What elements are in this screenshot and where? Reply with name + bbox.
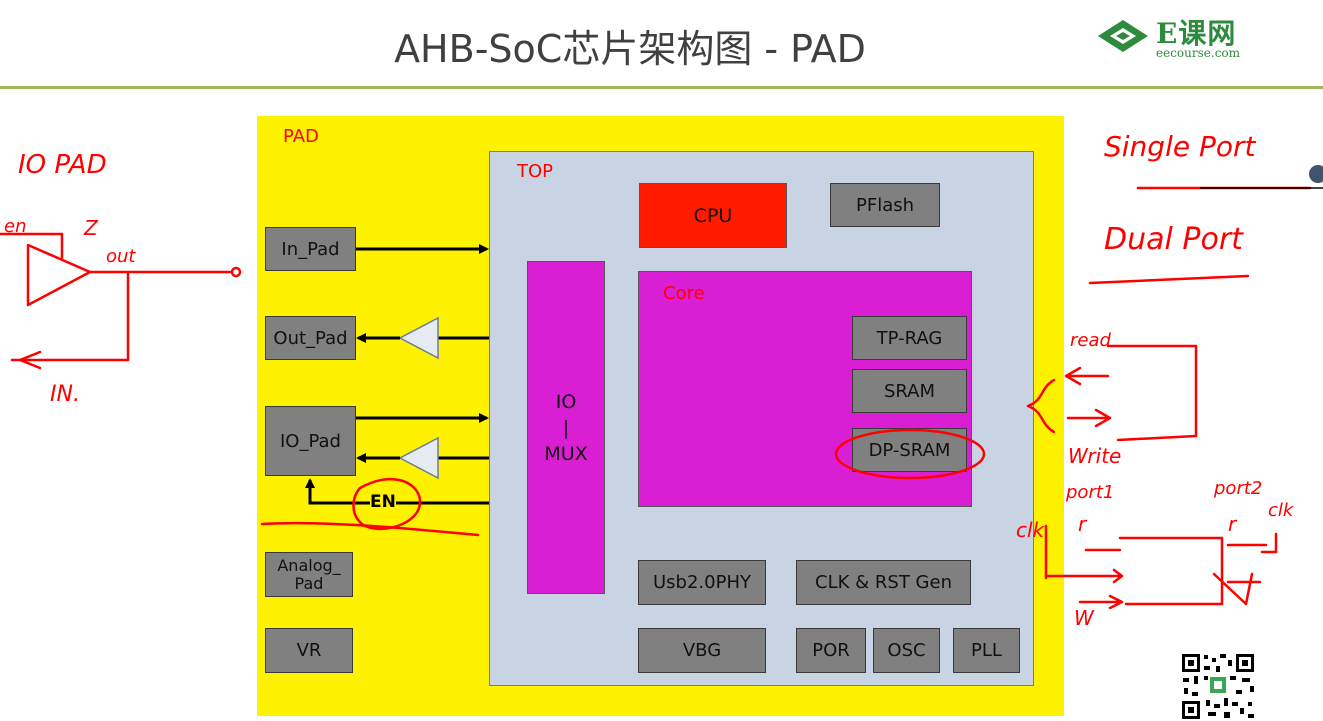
pflash-block: PFlash	[830, 183, 940, 227]
header-rule	[0, 86, 1323, 89]
sram-block: SRAM	[852, 369, 967, 413]
cpu-block: CPU	[639, 183, 787, 248]
pll-block: PLL	[953, 628, 1020, 673]
annotation-read: read	[1070, 330, 1111, 351]
in-pad-block: In_Pad	[265, 227, 356, 271]
out-pad-block: Out_Pad	[265, 316, 356, 360]
annotation-en: en	[4, 216, 27, 237]
annotation-in: IN.	[50, 382, 80, 407]
brand-logo: E课网 eecourse.com	[1092, 10, 1272, 60]
logo-diamond-icon	[1098, 20, 1148, 52]
usb-phy-block: Usb2.0PHY	[638, 560, 766, 605]
clk-rst-gen-block: CLK & RST Gen	[796, 560, 971, 605]
tp-rag-block: TP-RAG	[852, 316, 967, 360]
read-write-brace	[1026, 378, 1056, 434]
annotation-w: W	[1074, 606, 1094, 630]
io-mux-label-line2: |	[562, 416, 570, 439]
dual-port-left-arrows	[1044, 548, 1124, 584]
vbg-block: VBG	[638, 628, 766, 673]
io-pad-sketch-buffer	[26, 243, 92, 307]
dp-sram-circle	[834, 428, 986, 480]
annotation-r1: r	[1078, 512, 1087, 536]
osc-block: OSC	[873, 628, 940, 673]
w-arrow	[1078, 594, 1124, 610]
io-pad-block: IO_Pad	[265, 406, 356, 476]
vr-block: VR	[265, 628, 353, 673]
dual-port-right-bracket	[1260, 532, 1278, 554]
en-circle	[352, 478, 422, 531]
analog-pad-label-line1: Analog_	[277, 555, 341, 575]
io-pad-sketch-en-wire	[0, 232, 64, 260]
io-buffer-icon	[398, 436, 439, 480]
en-label: EN	[370, 492, 396, 512]
dual-port-right-arrows	[1212, 543, 1268, 606]
por-block: POR	[796, 628, 866, 673]
read-write-box	[1106, 344, 1198, 442]
top-label: TOP	[517, 161, 554, 182]
annotation-io-pad: IO PAD	[18, 150, 107, 180]
annotation-r2: r	[1228, 512, 1237, 536]
dp-sram-block: DP-SRAM	[852, 428, 967, 472]
io-pad-sketch-in-wire	[10, 270, 130, 362]
annotation-port2: port2	[1214, 478, 1263, 499]
qr-code-icon	[1180, 652, 1256, 721]
logo-subtext: eecourse.com	[1156, 46, 1241, 60]
annotation-clk: clk	[1016, 518, 1045, 542]
read-arrow	[1064, 366, 1110, 386]
analog-pad-block: Analog_ Pad	[265, 552, 353, 597]
io-mux-label-line3: MUX	[544, 442, 588, 465]
en-arrow	[305, 478, 489, 505]
annotation-dual-port: Dual Port	[1104, 222, 1243, 257]
io-pad-sketch-pad-icon	[230, 266, 242, 278]
analog-pad-label-line2: Pad	[294, 573, 324, 593]
io-mux-block: IO | MUX	[527, 261, 605, 594]
annotation-out: out	[106, 246, 136, 267]
out-buffer-icon	[398, 316, 439, 360]
dual-port-underline	[1088, 274, 1250, 285]
en-underline	[260, 521, 480, 537]
dual-port-box	[1118, 536, 1224, 606]
io-mux-label-line1: IO	[555, 390, 577, 413]
slide-title: AHB-SoC芯片架构图 - PAD	[394, 27, 866, 71]
annotation-z: Z	[84, 216, 98, 240]
annotation-write: Write	[1068, 444, 1122, 468]
write-arrow	[1066, 408, 1112, 428]
annotation-clk2: clk	[1268, 500, 1294, 521]
annotation-single-port: Single Port	[1104, 130, 1256, 163]
core-label: Core	[663, 283, 705, 304]
annotation-port1: port1	[1066, 482, 1115, 503]
logo-text: E课网	[1156, 17, 1237, 50]
io-pad-sketch-in-arrow	[18, 350, 42, 370]
pad-label: PAD	[283, 126, 319, 147]
